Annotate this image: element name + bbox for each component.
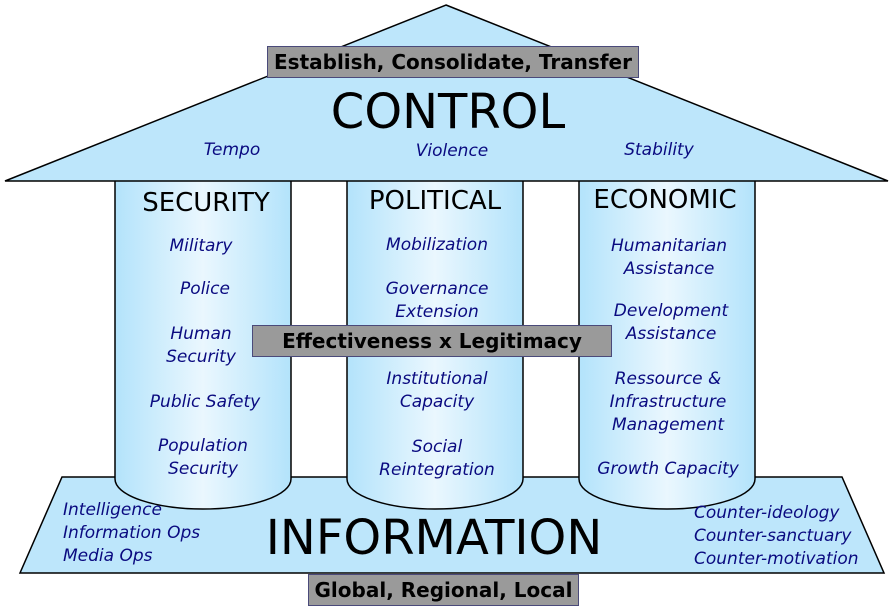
political-item-mobilization: Mobilization	[386, 235, 488, 255]
base-right-items: Counter-ideology Counter-sanctuary Count…	[694, 503, 859, 569]
security-item-population-security: Population Security	[158, 436, 248, 479]
security-item-police: Police	[180, 279, 230, 299]
political-item-social-reintegration: Social Reintegration	[379, 437, 495, 480]
roof-item-tempo: Tempo	[203, 140, 261, 160]
security-item-public-safety: Public Safety	[149, 392, 261, 412]
pillar-security	[114, 179, 292, 510]
economic-item-humanitarian-assistance: Humanitarian Assistance	[610, 236, 728, 279]
center-banner: Effectiveness x Legitimacy	[252, 325, 612, 357]
economic-item-growth-capacity: Growth Capacity	[597, 459, 739, 479]
pillar-economic	[578, 179, 756, 510]
economic-item-development-assistance: Development Assistance	[613, 301, 729, 344]
roof-banner: Establish, Consolidate, Transfer	[267, 46, 639, 78]
security-item-military: Military	[169, 236, 233, 256]
economic-item-ressource-infrastructure-management: Ressource & Infrastructure Management	[609, 369, 727, 435]
political-item-institutional-capacity: Institutional Capacity	[386, 369, 488, 412]
base-left-items: Intelligence Information Ops Media Ops	[63, 500, 201, 566]
base-title: INFORMATION	[265, 510, 603, 566]
base-banner: Global, Regional, Local	[308, 574, 579, 606]
roof-item-stability: Stability	[624, 140, 694, 160]
roof-item-violence: Violence	[415, 141, 489, 161]
security-item-human-security: Human Security	[166, 324, 236, 367]
roof	[4, 4, 889, 182]
pillar-title-political: POLITICAL	[368, 186, 502, 216]
pillar-title-security: SECURITY	[142, 188, 270, 218]
roof-title: CONTROL	[330, 84, 566, 140]
political-item-governance-extension: Governance Extension	[385, 279, 489, 322]
pillar-title-economic: ECONOMIC	[593, 185, 737, 215]
